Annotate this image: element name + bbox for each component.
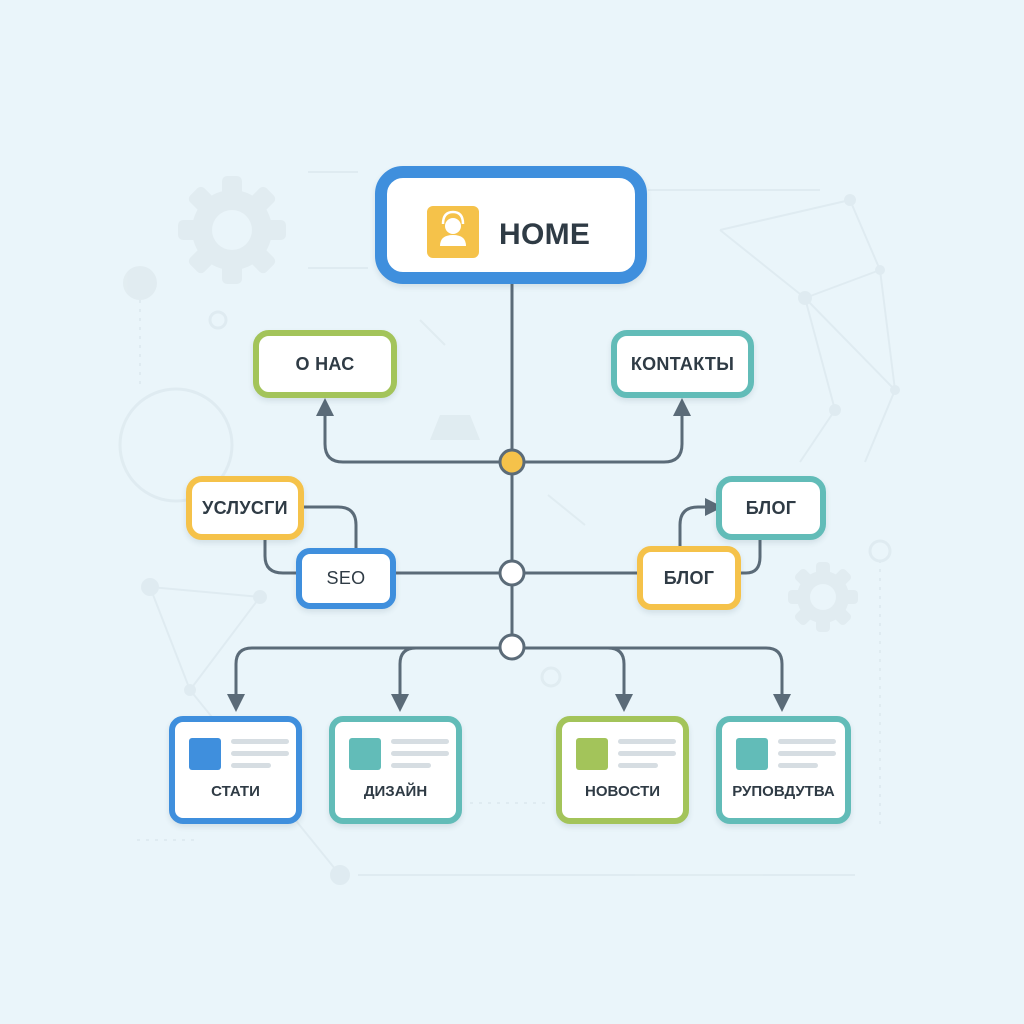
blog-center-label: БЛОГ (663, 567, 715, 588)
home-label: HOME (499, 218, 591, 251)
about-label: О НАС (295, 353, 355, 374)
connector-card-3 (510, 646, 791, 712)
card-text-line (391, 751, 449, 756)
card-text-line (231, 751, 289, 756)
card-text-line (778, 751, 836, 756)
connector-card-1 (391, 646, 514, 712)
connector-blog-up (678, 498, 723, 550)
services-label: УСЛУСГИ (202, 497, 288, 518)
card-thumbnail (736, 738, 768, 770)
connector-blog-down (738, 538, 762, 575)
connector-services-upper (302, 505, 358, 550)
card-label: РУПОВДУТВА (732, 783, 835, 800)
junction-dot-upper (498, 448, 526, 476)
card-0[interactable]: СТАТИ (169, 716, 302, 824)
background-decoration (118, 171, 900, 885)
card-text-line (231, 739, 289, 744)
gear-icon (178, 176, 286, 284)
card-text-line (778, 739, 836, 744)
junction-dot-lower (498, 633, 526, 661)
card-thumbnail (189, 738, 221, 770)
card-thumbnail (349, 738, 381, 770)
card-label: ДИЗАЙН (363, 783, 428, 800)
services-node[interactable]: УСЛУСГИ (186, 476, 304, 540)
user-icon (427, 206, 479, 258)
card-text-line (391, 739, 449, 744)
about-node[interactable]: О НАС (253, 330, 397, 398)
card-text-line (618, 739, 676, 744)
card-label: НОВОСТИ (584, 783, 661, 800)
blog-top-label: БЛОГ (745, 497, 797, 518)
home-node[interactable]: HOME (375, 166, 647, 284)
blog-top-node[interactable]: БЛОГ (716, 476, 826, 540)
card-text-line (231, 763, 271, 768)
card-1[interactable]: ДИЗАЙН (329, 716, 462, 824)
card-text-line (778, 763, 818, 768)
contacts-label: КОNТАКТЫ (630, 353, 735, 374)
card-3[interactable]: РУПОВДУТВА (716, 716, 851, 824)
card-text-line (618, 751, 676, 756)
connector-services-lower (263, 538, 300, 575)
card-thumbnail (576, 738, 608, 770)
card-text-line (618, 763, 658, 768)
contacts-node[interactable]: КОNТАКТЫ (611, 330, 754, 398)
blog-center-node[interactable]: БЛОГ (637, 546, 741, 610)
connector-about (316, 398, 514, 464)
connector-bottom-bus (234, 646, 514, 705)
connector-card-2 (510, 646, 633, 712)
card-label: СТАТИ (211, 783, 260, 800)
card-text-line (391, 763, 431, 768)
seo-node[interactable]: SEO (296, 548, 396, 609)
card-2[interactable]: НОВОСТИ (556, 716, 689, 824)
gear-icon (788, 562, 858, 632)
junction-dot-middle (498, 559, 526, 587)
connector-contacts (510, 398, 691, 464)
seo-label: SEO (326, 568, 366, 588)
